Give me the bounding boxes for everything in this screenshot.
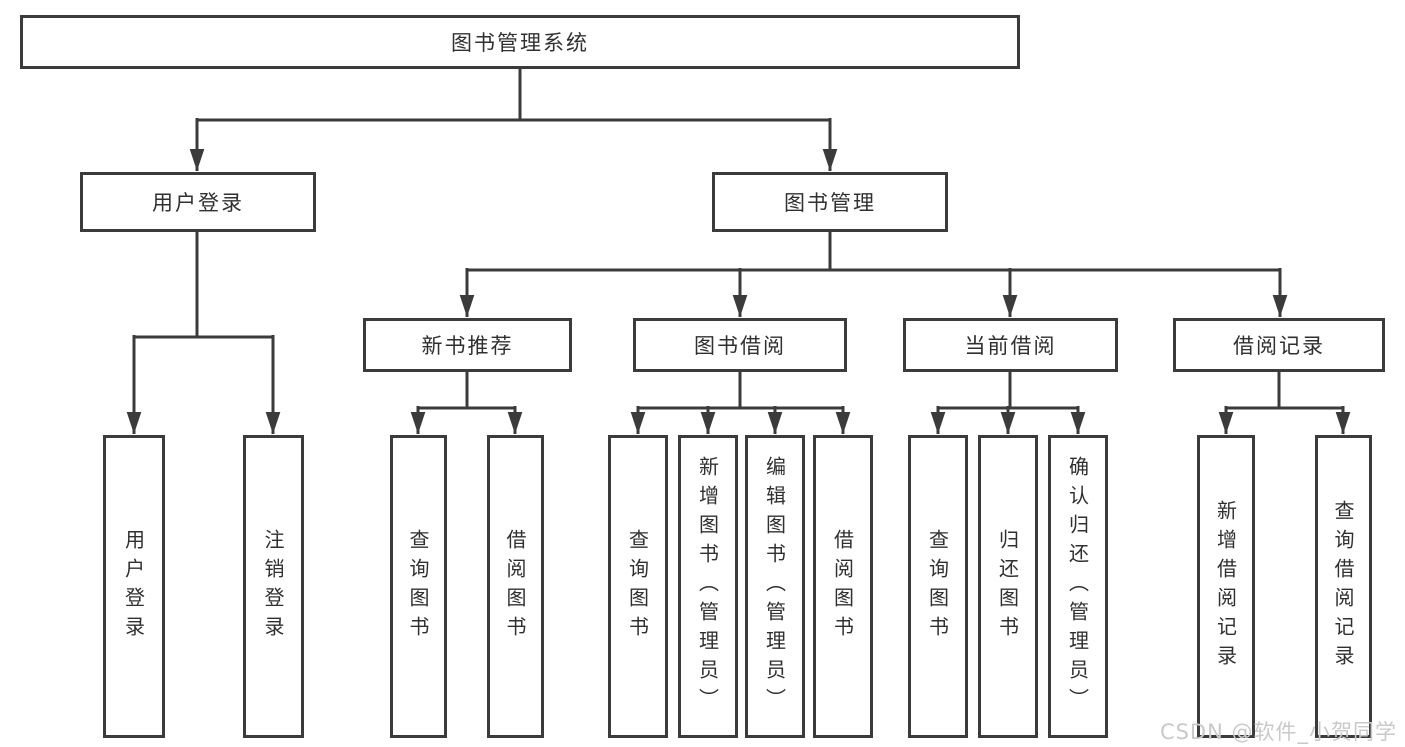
connector-book-mgmt-trunk xyxy=(467,232,1280,272)
leaf-bb-add-books-admin: 新增图书（管理员） xyxy=(678,435,738,738)
node-book-borrow: 图书借阅 xyxy=(633,318,847,372)
node-root: 图书管理系统 xyxy=(20,15,1020,69)
node-borrow-record: 借阅记录 xyxy=(1173,318,1385,372)
leaf-logout: 注销登录 xyxy=(243,435,304,738)
leaf-rec-query-books: 查询图书 xyxy=(390,435,447,738)
leaf-rec-borrow-books: 借阅图书 xyxy=(487,435,544,738)
connector-root-trunk xyxy=(197,68,830,122)
node-user-login: 用户登录 xyxy=(80,172,316,232)
connector-book-borrow-trunk xyxy=(638,372,843,410)
leaf-cb-confirm-return-admin: 确认归还（管理员） xyxy=(1048,435,1108,738)
leaf-br-add-record: 新增借阅记录 xyxy=(1197,435,1255,738)
leaf-cb-query-books: 查询图书 xyxy=(908,435,968,738)
leaf-bb-query-books: 查询图书 xyxy=(608,435,668,738)
node-book-management: 图书管理 xyxy=(712,172,948,232)
connector-new-book-rec-trunk xyxy=(418,372,515,410)
connector-current-borrow-trunk xyxy=(938,372,1078,410)
leaf-cb-return-books: 归还图书 xyxy=(978,435,1038,738)
node-new-book-recommend: 新书推荐 xyxy=(363,318,572,372)
leaf-br-query-record: 查询借阅记录 xyxy=(1315,435,1372,738)
leaf-user-login: 用户登录 xyxy=(103,435,165,738)
connector-user-login-trunk xyxy=(134,232,273,339)
connector-borrow-record-trunk xyxy=(1226,372,1343,410)
leaf-bb-edit-books-admin: 编辑图书（管理员） xyxy=(745,435,805,738)
csdn-watermark: CSDN @软件_小贺同学 xyxy=(1159,720,1397,744)
node-current-borrow: 当前借阅 xyxy=(903,318,1118,372)
leaf-bb-borrow-books: 借阅图书 xyxy=(813,435,873,738)
